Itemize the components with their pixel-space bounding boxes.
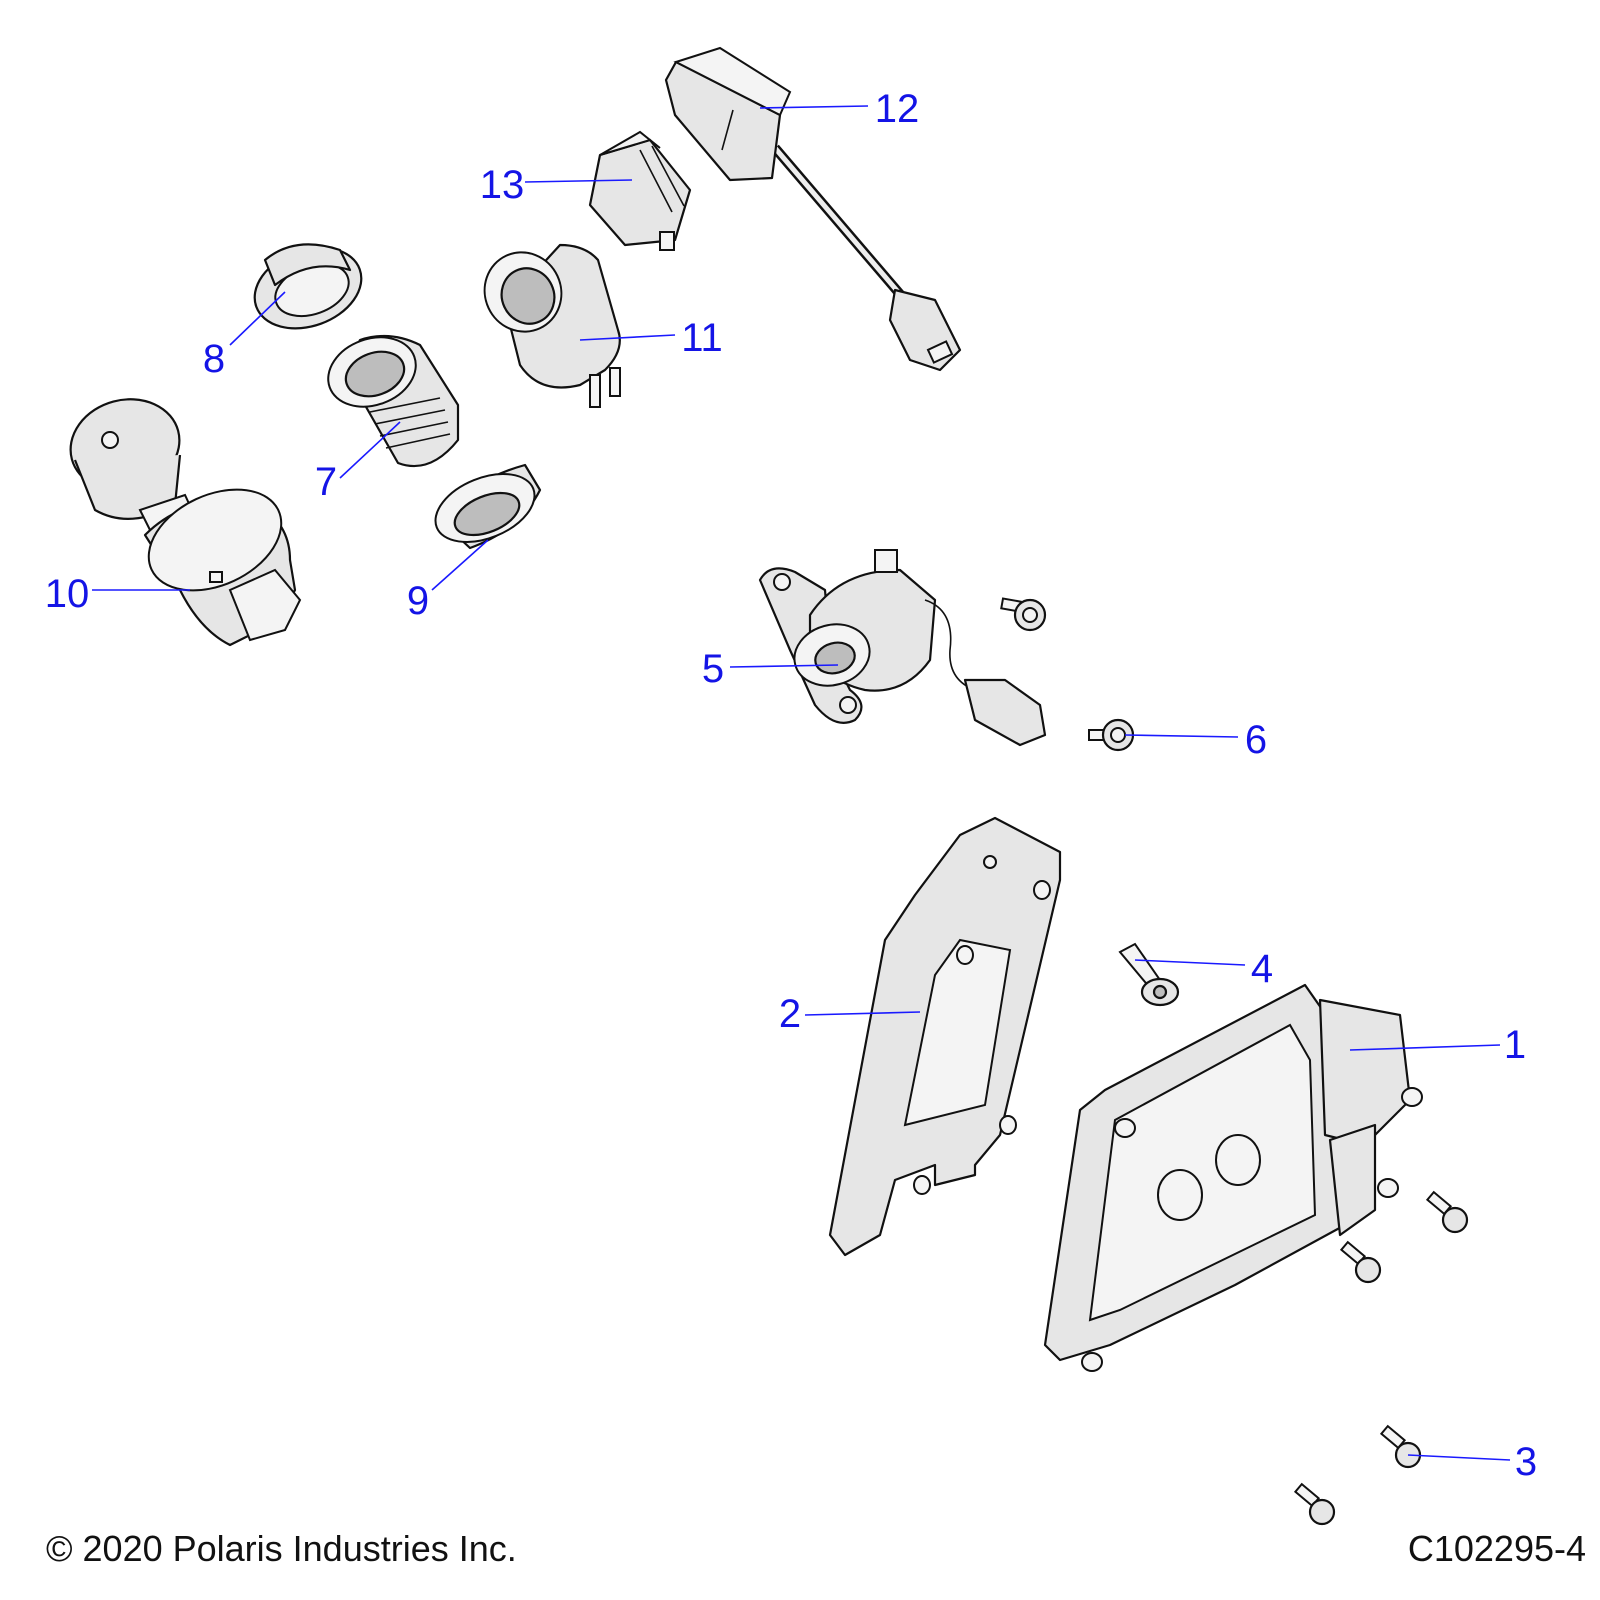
leader-9	[431, 539, 489, 591]
leader-8	[229, 291, 286, 346]
part-2-mounting-bracket	[828, 816, 1062, 1257]
part-6-screws	[1000, 597, 1135, 752]
leader-3	[1407, 1454, 1511, 1461]
leader-12	[759, 105, 869, 109]
leader-4	[1134, 959, 1246, 966]
leader-11	[579, 334, 676, 341]
callout-3: 3	[1515, 1440, 1537, 1484]
part-12-module	[664, 46, 962, 372]
leader-7	[339, 421, 401, 479]
leader-lines	[92, 105, 1511, 1461]
callout-2: 2	[779, 992, 801, 1036]
leader-1	[1349, 1044, 1501, 1051]
callout-5: 5	[702, 647, 724, 691]
callout-8: 8	[203, 337, 225, 381]
part-13-switch	[588, 130, 692, 251]
callout-labels: 1 2 3 4 5 6 7 8 9 10 11 12 13	[45, 87, 1537, 1484]
copyright-notice: © 2020 Polaris Industries Inc.	[46, 1528, 517, 1569]
callout-9: 9	[407, 579, 429, 623]
callout-13: 13	[480, 163, 525, 207]
part-8-retaining-nut	[253, 243, 363, 330]
callout-6: 6	[1245, 718, 1267, 762]
part-1-ecu	[1043, 983, 1423, 1372]
callout-1: 1	[1504, 1023, 1526, 1067]
part-4-push-rivet	[1118, 942, 1180, 1007]
part-7-threaded-bezel	[327, 334, 460, 468]
callout-7: 7	[315, 460, 337, 504]
leader-2	[804, 1011, 921, 1016]
callout-12: 12	[875, 87, 920, 131]
part-3-screws	[1293, 1190, 1469, 1526]
part-11-power-outlet	[483, 243, 621, 408]
leader-6	[1124, 734, 1239, 738]
part-9-nut	[434, 463, 542, 550]
figure-id: C102295-4	[1407, 1528, 1586, 1569]
leader-5	[729, 664, 839, 668]
part-10-ignition-switch	[69, 398, 302, 647]
callout-10: 10	[45, 572, 90, 616]
callout-4: 4	[1251, 947, 1273, 991]
part-5-sensor-bracket	[758, 549, 1047, 747]
callout-11: 11	[681, 316, 723, 360]
leader-13	[524, 179, 633, 183]
